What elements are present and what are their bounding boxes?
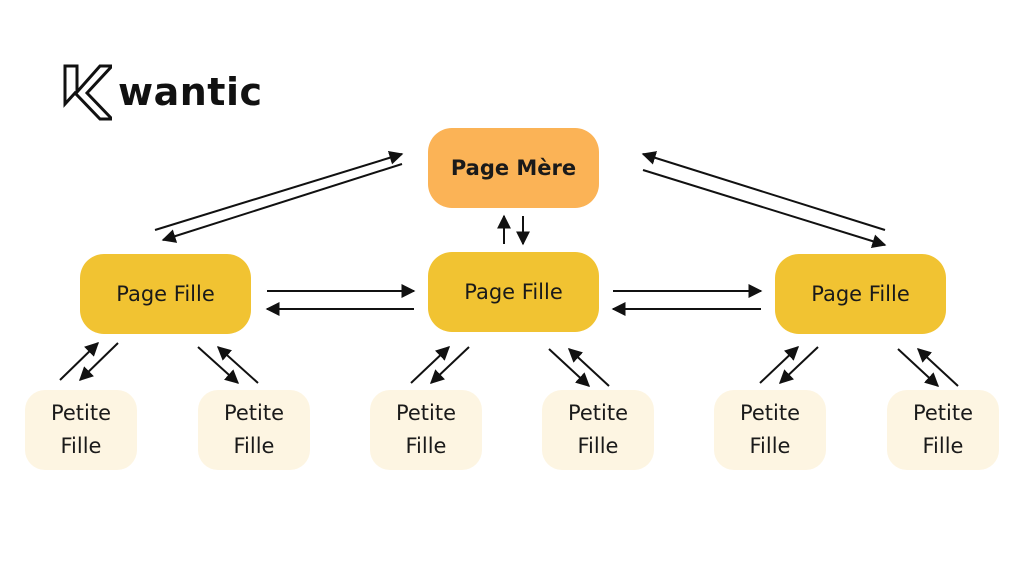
petite-fille-node: Petite Fille: [887, 390, 999, 470]
arrow-mere-to-fille1: [161, 163, 403, 243]
brand-logo: wantic: [62, 62, 263, 122]
petite-fille-node: Petite Fille: [542, 390, 654, 470]
arrow-pf3-up: [410, 346, 451, 384]
arrow-pf5-up: [759, 346, 800, 384]
page-fille-node: Page Fille: [428, 252, 599, 332]
arrow-pf3-down: [429, 346, 470, 384]
arrow-pf4-up: [567, 348, 610, 387]
petite-fille-node: Petite Fille: [714, 390, 826, 470]
petite-fille-node: Petite Fille: [198, 390, 310, 470]
arrow-pf2-up: [216, 346, 259, 384]
petite-fille-node: Petite Fille: [370, 390, 482, 470]
arrow-pf6-up: [916, 348, 959, 387]
arrow-pf1-down: [78, 342, 119, 381]
arrow-fille3-to-mere: [641, 151, 886, 231]
brand-name: wantic: [118, 70, 263, 114]
arrow-pf2-down: [197, 346, 240, 384]
arrow-pf6-down: [897, 348, 940, 387]
page-fille-node: Page Fille: [775, 254, 946, 334]
arrow-pf1-up: [59, 342, 100, 381]
page-fille-node: Page Fille: [80, 254, 251, 334]
petite-fille-node: Petite Fille: [25, 390, 137, 470]
kwantic-k-icon: [63, 64, 112, 121]
arrow-fille1-to-mere: [154, 151, 404, 231]
page-mere-node: Page Mère: [428, 128, 599, 208]
arrow-pf5-down: [778, 346, 819, 384]
arrow-mere-to-fille3: [642, 169, 887, 248]
arrow-pf4-down: [548, 348, 591, 387]
